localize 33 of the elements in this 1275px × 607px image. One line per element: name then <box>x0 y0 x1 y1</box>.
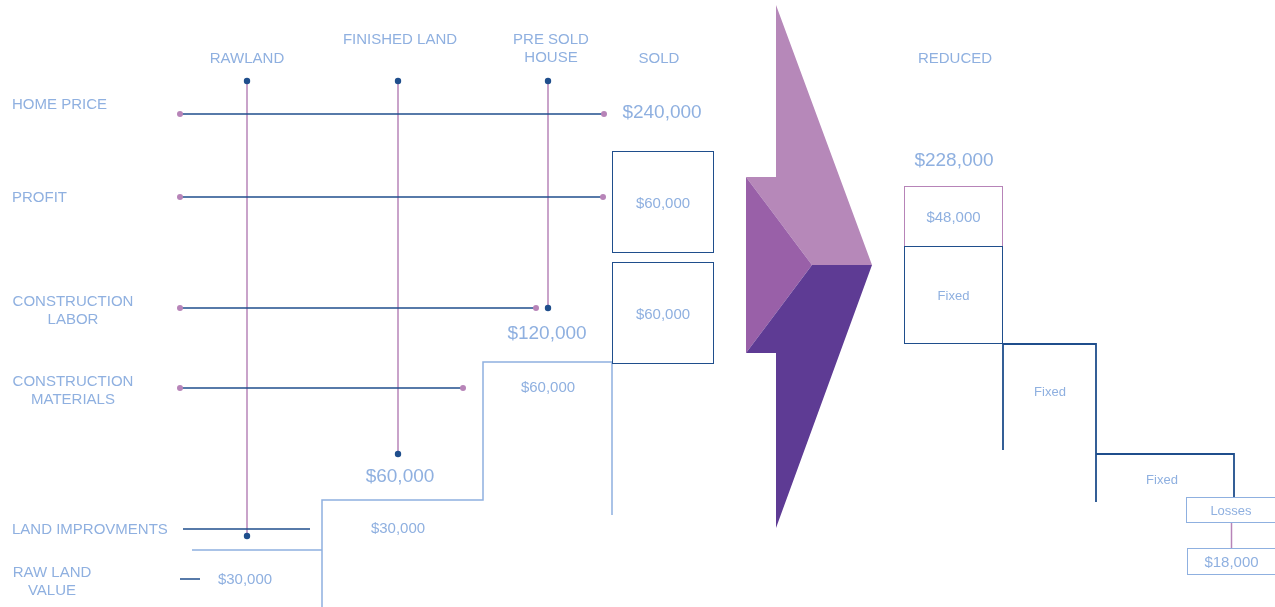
category-box <box>1186 497 1275 523</box>
value-box <box>612 151 714 253</box>
value-label: $60,000 <box>519 378 577 396</box>
value-text: $18,000 <box>1204 553 1259 570</box>
column-heading: FINISHED LAND <box>341 30 459 48</box>
value-text: Fixed <box>937 287 970 303</box>
value-text: $60,000 <box>635 304 691 322</box>
price-label: $60,000 <box>364 465 436 488</box>
value-box <box>612 262 714 364</box>
price-label: $120,000 <box>506 322 588 345</box>
category-box <box>904 246 1003 344</box>
value-text: $48,000 <box>926 208 981 225</box>
value-box <box>904 186 1003 247</box>
price-label: $228,000 <box>913 149 995 172</box>
value-label: $30,000 <box>369 519 427 537</box>
row-label: HOME PRICE <box>12 95 108 113</box>
value-text: $60,000 <box>635 193 691 211</box>
row-label: CONSTRUCTION MATERIALS <box>11 372 135 408</box>
row-label: LAND IMPROVMENTS <box>12 520 169 538</box>
value-label: $30,000 <box>216 570 274 588</box>
column-heading: REDUCED <box>916 49 994 67</box>
column-heading: PRE SOLD HOUSE <box>512 30 590 66</box>
value-box <box>1187 548 1275 575</box>
value-text: Losses <box>1210 502 1252 518</box>
row-label: CONSTRUCTION LABOR <box>11 292 135 328</box>
column-heading: SOLD <box>637 49 681 67</box>
row-label: PROFIT <box>12 188 68 206</box>
connector-line <box>1230 522 1233 549</box>
category-label: Fixed <box>1033 384 1067 400</box>
price-label: $240,000 <box>621 101 703 124</box>
category-label: Fixed <box>1145 472 1179 488</box>
column-heading: RAWLAND <box>208 49 286 67</box>
row-label: RAW LAND VALUE <box>11 563 93 599</box>
